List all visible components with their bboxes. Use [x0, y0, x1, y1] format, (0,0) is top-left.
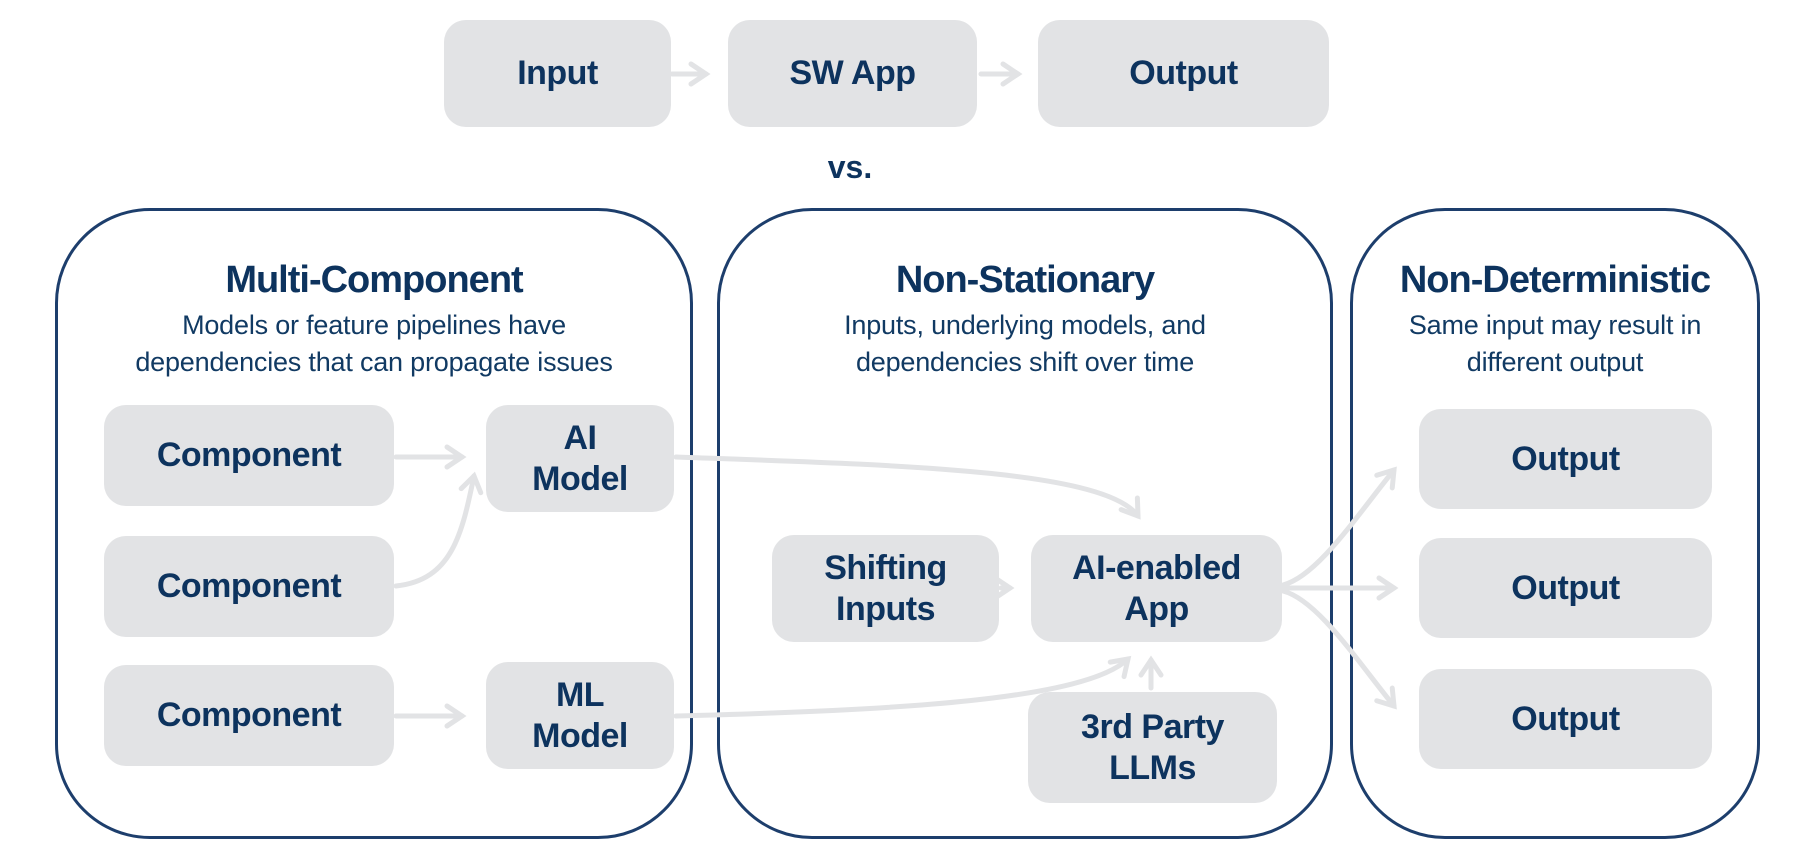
arrow-ai-model-to-app	[673, 454, 1141, 520]
arrow-component2-to-ai-model	[393, 471, 484, 589]
component-box-1: Component	[104, 405, 394, 506]
third-party-llms-box-label: 3rd Party LLMs	[1081, 707, 1224, 787]
ai-model-box: AI Model	[486, 405, 674, 512]
component-box-1-label: Component	[156, 436, 342, 474]
output-box-2: Output	[1419, 538, 1712, 638]
panel-non-deterministic-subtitle: Same input may result in different outpu…	[1408, 310, 1702, 377]
panel-multi-component-title: Multi-Component	[225, 259, 523, 301]
component-box-2-label: Component	[156, 567, 342, 605]
panel-non-stationary: Non-Stationary Inputs, underlying models…	[717, 208, 1333, 839]
ml-model-box-label: ML Model	[532, 675, 628, 755]
shifting-inputs-box-label: Shifting Inputs	[824, 548, 947, 628]
panel-non-stationary-head: Non-Stationary Inputs, underlying models…	[720, 211, 1330, 381]
panel-non-deterministic-head: Non-Deterministic Same input may result …	[1353, 211, 1757, 381]
sw-app-box: SW App	[728, 20, 977, 127]
ai-enabled-app-box: AI-enabled App	[1031, 535, 1282, 642]
panel-non-stationary-title: Non-Stationary	[895, 259, 1155, 301]
panel-multi-component-subtitle: Models or feature pipelines have depende…	[135, 310, 613, 377]
input-box-label: Input	[517, 54, 598, 92]
ml-model-box: ML Model	[486, 662, 674, 769]
sw-app-box-label: SW App	[789, 54, 916, 92]
panel-non-stationary-subtitle: Inputs, underlying models, and dependenc…	[844, 310, 1206, 377]
component-box-3: Component	[104, 665, 394, 766]
vs-label: vs.	[827, 149, 873, 185]
shifting-inputs-box: Shifting Inputs	[772, 535, 999, 642]
component-box-2: Component	[104, 536, 394, 637]
component-box-3-label: Component	[156, 696, 342, 734]
ai-model-box-label: AI Model	[532, 418, 628, 498]
top-output-box-label: Output	[1129, 54, 1238, 92]
third-party-llms-box: 3rd Party LLMs	[1028, 692, 1277, 803]
output-box-3: Output	[1419, 669, 1712, 769]
output-box-1-label: Output	[1511, 439, 1620, 478]
output-box-1: Output	[1419, 409, 1712, 509]
ai-enabled-app-box-label: AI-enabled App	[1072, 548, 1241, 628]
panel-non-deterministic-title: Non-Deterministic	[1399, 259, 1711, 301]
top-output-box: Output	[1038, 20, 1329, 127]
input-box: Input	[444, 20, 671, 127]
arrow-ml-model-to-app	[673, 655, 1132, 719]
output-box-2-label: Output	[1511, 568, 1620, 607]
output-box-3-label: Output	[1511, 699, 1620, 738]
panel-multi-component-head: Multi-Component Models or feature pipeli…	[58, 211, 690, 381]
arrow-app-to-output3	[1280, 588, 1397, 710]
panel-multi-component: Multi-Component Models or feature pipeli…	[55, 208, 693, 839]
arrow-app-to-output1	[1280, 466, 1397, 588]
